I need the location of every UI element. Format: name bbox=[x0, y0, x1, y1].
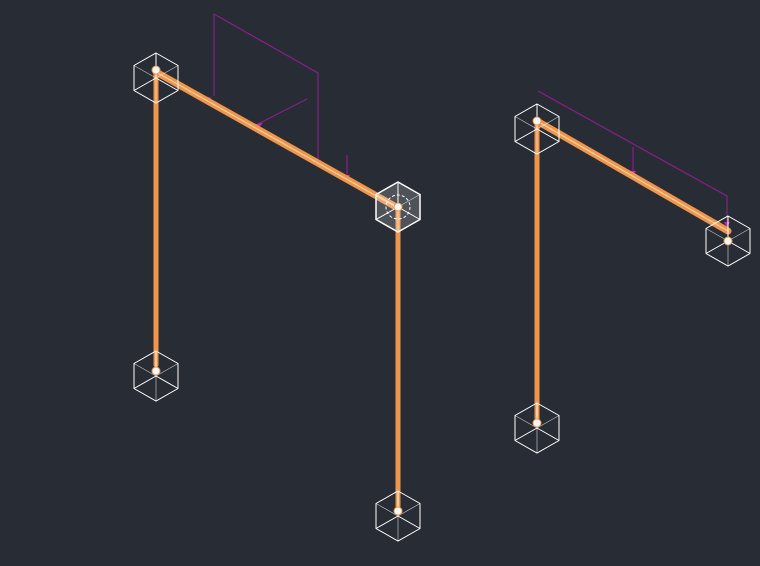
cube-edge bbox=[514, 128, 538, 142]
frame-2-members[interactable] bbox=[533, 117, 732, 421]
node-point[interactable] bbox=[393, 202, 403, 212]
beam-top-highlight bbox=[155, 71, 399, 209]
node-point[interactable] bbox=[532, 116, 542, 126]
cube-node-icon[interactable] bbox=[705, 215, 751, 267]
cube-node-icon[interactable] bbox=[375, 490, 421, 542]
node-point[interactable] bbox=[723, 236, 733, 246]
cube-hidden-edge bbox=[397, 503, 421, 517]
cube-hidden-edge bbox=[514, 116, 538, 130]
cube-hidden-edge bbox=[133, 363, 157, 377]
load-arrowhead bbox=[256, 123, 263, 127]
cube-hidden-edge bbox=[133, 65, 157, 79]
node-point[interactable] bbox=[151, 366, 161, 376]
beam-frame-2-highlight bbox=[536, 120, 729, 232]
cube-node-icon[interactable] bbox=[133, 52, 179, 104]
cube-node-icon[interactable] bbox=[514, 402, 560, 454]
cube-edge bbox=[375, 515, 399, 529]
selected-cube-node-icon[interactable] bbox=[375, 181, 421, 233]
cube-hidden-edge bbox=[155, 363, 179, 377]
cube-edge bbox=[155, 77, 179, 91]
frame-1-members[interactable] bbox=[152, 68, 402, 509]
load-arrow-line bbox=[257, 98, 308, 125]
load-outline bbox=[213, 13, 319, 158]
node-point[interactable] bbox=[532, 418, 542, 428]
cube-hidden-edge bbox=[514, 415, 538, 429]
node-point[interactable] bbox=[393, 506, 403, 516]
cube-edge bbox=[514, 427, 538, 441]
cube-edge bbox=[133, 375, 157, 389]
cube-hidden-edge bbox=[536, 415, 560, 429]
node-point[interactable] bbox=[151, 65, 161, 75]
selection-ring bbox=[385, 194, 411, 220]
cube-edge bbox=[536, 427, 560, 441]
cube-edge bbox=[155, 375, 179, 389]
cube-hidden-edge bbox=[155, 65, 179, 79]
cube-node-icon[interactable] bbox=[133, 350, 179, 402]
cube-edge bbox=[397, 515, 421, 529]
nodes-layer[interactable] bbox=[133, 52, 751, 542]
cube-node-icon[interactable] bbox=[514, 103, 560, 155]
cube-hidden-edge bbox=[375, 503, 399, 517]
cube-hidden-edge bbox=[536, 116, 560, 130]
cube-edge bbox=[536, 128, 560, 142]
cube-edge bbox=[133, 77, 157, 91]
